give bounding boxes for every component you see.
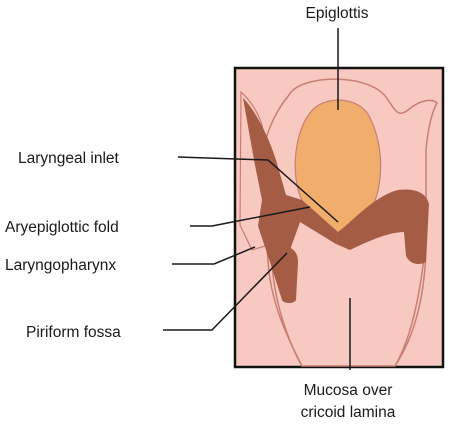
label-epiglottis: Epiglottis	[306, 5, 369, 22]
label-laryngeal-inlet: Laryngeal inlet	[18, 150, 120, 167]
leader-laryngeal-inlet	[177, 156, 339, 223]
label-aryepiglottic-fold: Aryepiglottic fold	[5, 219, 119, 236]
label-laryngopharynx: Laryngopharynx	[5, 257, 116, 274]
label-piriform-fossa: Piriform fossa	[26, 324, 121, 341]
leader-aryepiglottic-fold	[190, 206, 311, 227]
label-mucosa-line1: Mucosa over	[304, 382, 393, 399]
leader-laryngopharynx	[172, 246, 256, 265]
aryepiglottic-fold-left	[243, 98, 338, 300]
aryepiglottic-fold-right	[336, 189, 429, 264]
leader-piriform-fossa	[163, 252, 288, 331]
piriform-fossa-shape	[276, 246, 298, 303]
label-mucosa-line2: cricoid lamina	[301, 404, 396, 421]
